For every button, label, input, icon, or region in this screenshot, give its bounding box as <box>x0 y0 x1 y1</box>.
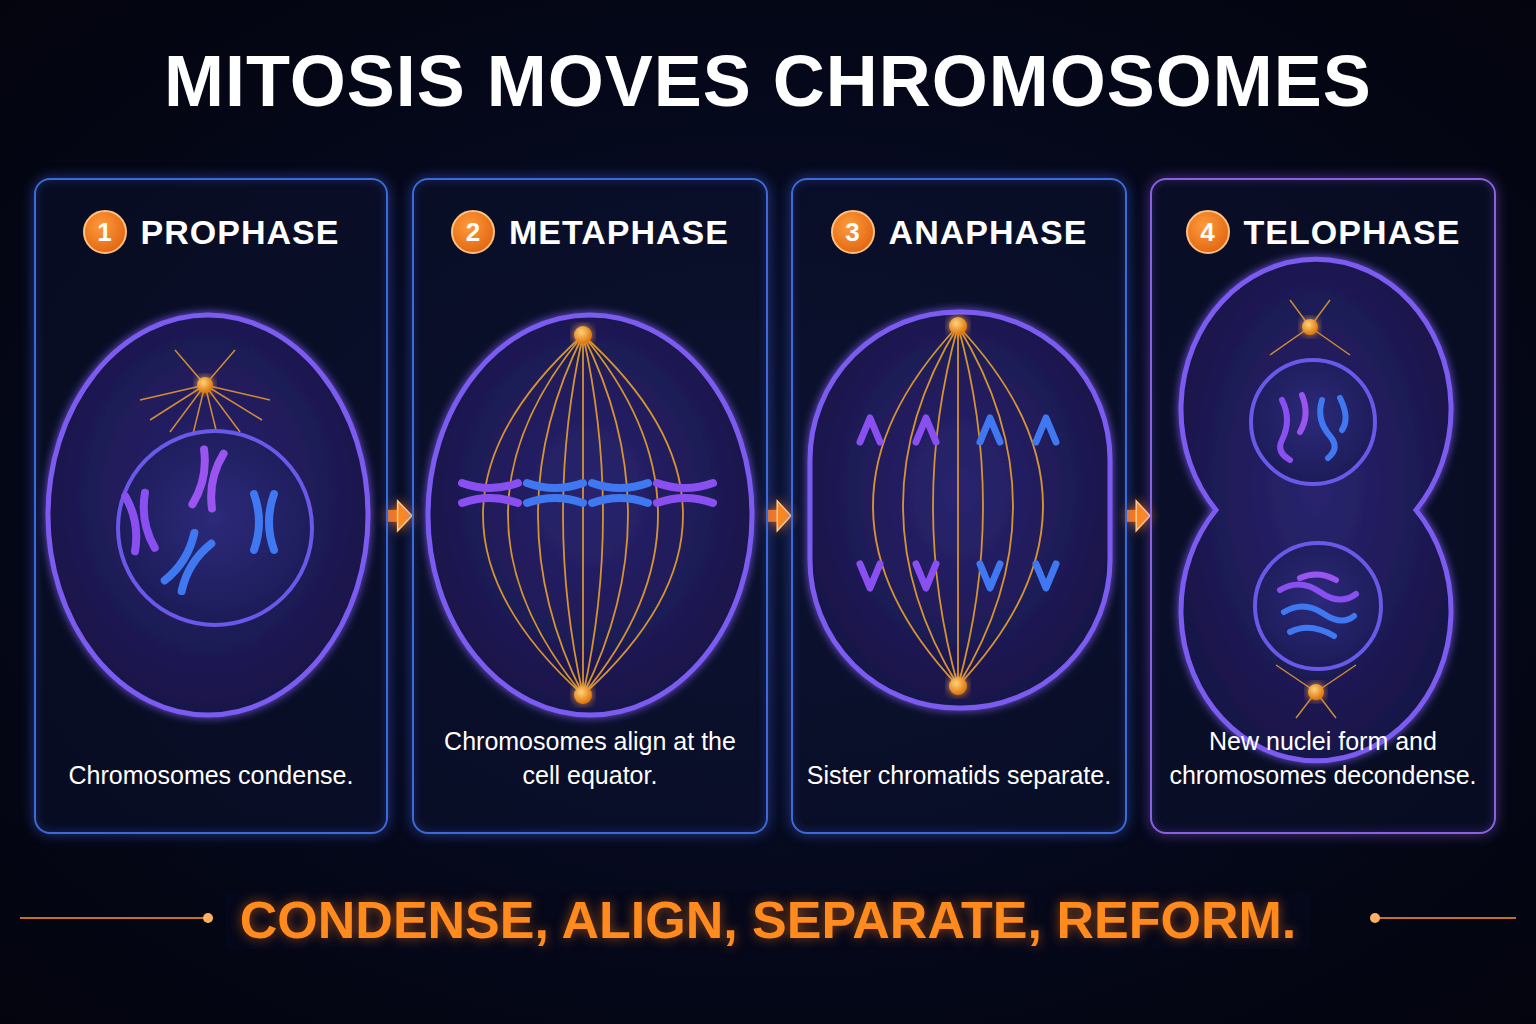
panel-heading-row: 3 ANAPHASE <box>793 210 1125 254</box>
phase-description: Chromosomes align at the cell equator. <box>426 724 754 792</box>
caption-wrap: CONDENSE, ALIGN, SEPARATE, REFORM. <box>0 890 1536 950</box>
step-number: 3 <box>831 210 875 254</box>
phase-name: ANAPHASE <box>889 213 1088 252</box>
telophase-cell <box>1181 259 1451 761</box>
phase-panel: 3 ANAPHASE Sister chromatids separate. <box>791 178 1127 834</box>
phase-description: Sister chromatids separate. <box>805 758 1113 792</box>
phase-description: New nuclei form and chromosomes deconden… <box>1164 724 1482 792</box>
arrow-head <box>398 501 412 531</box>
panel-ground <box>34 178 1496 834</box>
panel-heading-row: 1 PROPHASE <box>36 210 386 254</box>
anaphase-cell <box>810 312 1110 708</box>
prophase-cell <box>48 315 368 715</box>
panel-heading-row: 4 TELOPHASE <box>1152 210 1494 254</box>
arrow-shaft <box>388 510 399 522</box>
arrow-head <box>777 501 791 531</box>
step-number: 2 <box>451 210 495 254</box>
phase-description: Chromosomes condense. <box>48 758 374 792</box>
arrow-shaft <box>1127 510 1137 522</box>
phase-name: TELOPHASE <box>1244 213 1461 252</box>
step-number: 4 <box>1186 210 1230 254</box>
step-number: 1 <box>83 210 127 254</box>
step-arrow <box>1127 501 1150 531</box>
arrow-head <box>1136 501 1150 531</box>
phase-panel: 1 PROPHASE Chromosomes condense. <box>34 178 388 834</box>
phase-panel: 4 TELOPHASE New nuclei form and chromosome… <box>1150 178 1496 834</box>
panel-heading-row: 2 METAPHASE <box>414 210 766 254</box>
phase-panel: 2 METAPHASE Chromosomes align at the cell … <box>412 178 768 834</box>
step-arrow <box>388 501 412 531</box>
diagram-caption: CONDENSE, ALIGN, SEPARATE, REFORM. <box>226 891 1310 949</box>
metaphase-cell <box>428 315 752 715</box>
arrow-shaft <box>768 510 778 522</box>
diagram-title: MITOSIS MOVES CHROMOSOMES <box>0 40 1536 122</box>
phase-name: PROPHASE <box>141 213 340 252</box>
step-arrow <box>768 501 791 531</box>
phase-name: METAPHASE <box>509 213 729 252</box>
